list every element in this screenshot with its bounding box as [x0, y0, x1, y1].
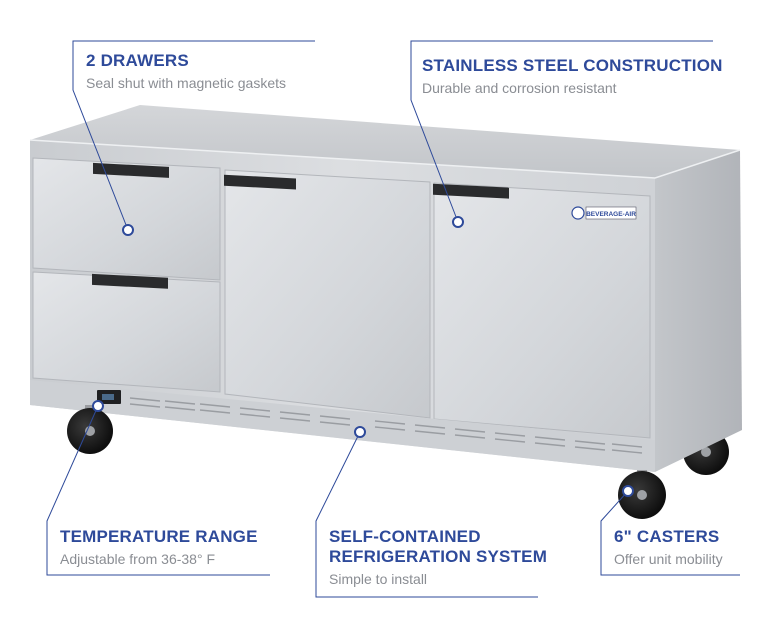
door-right: BEVERAGE-AIR	[433, 182, 651, 439]
leader-line-refrigeration	[315, 431, 538, 598]
marker-dot-casters	[622, 485, 634, 497]
brand-logo: BEVERAGE-AIR	[571, 206, 637, 220]
marker-dot-steel	[452, 216, 464, 228]
callout-steel-subtitle: Durable and corrosion resistant	[422, 80, 617, 96]
door-middle	[224, 169, 431, 419]
callout-temperature-range: TEMPERATURE RANGE Adjustable from 36-38°…	[60, 527, 258, 568]
callout-refrigeration-title-line2: REFRIGERATION SYSTEM	[329, 547, 548, 566]
callout-drawers: 2 DRAWERS Seal shut with magnetic gasket…	[86, 51, 286, 92]
callout-stainless-steel: STAINLESS STEEL CONSTRUCTION Durable and…	[422, 56, 723, 97]
callout-drawers-title: 2 DRAWERS	[86, 51, 189, 70]
front-right-caster	[618, 470, 666, 519]
callout-drawers-subtitle: Seal shut with magnetic gaskets	[86, 75, 286, 91]
callout-casters-subtitle: Offer unit mobility	[614, 551, 723, 567]
callout-refrigeration-subtitle: Simple to install	[329, 571, 428, 587]
drawer-lower	[32, 271, 221, 393]
callout-temperature-subtitle: Adjustable from 36-38° F	[60, 551, 216, 567]
marker-dot-temperature	[92, 400, 104, 412]
leader-line-steel	[410, 40, 713, 223]
callout-steel-title: STAINLESS STEEL CONSTRUCTION	[422, 56, 723, 75]
leader-line-casters	[600, 490, 740, 576]
cabinet-side	[655, 150, 742, 472]
callout-casters-title: 6" CASTERS	[614, 527, 720, 546]
drawer-upper	[32, 157, 221, 281]
brand-logo-text: BEVERAGE-AIR	[586, 211, 636, 218]
callout-temperature-title: TEMPERATURE RANGE	[60, 527, 258, 546]
callout-casters: 6" CASTERS Offer unit mobility	[614, 527, 723, 568]
marker-dot-drawers	[122, 224, 134, 236]
leader-line-drawers	[72, 40, 315, 231]
cabinet-top	[30, 105, 740, 178]
callout-refrigeration-title-line1: SELF-CONTAINED	[329, 527, 481, 546]
marker-dot-refrigeration	[354, 426, 366, 438]
vent-grille	[30, 380, 655, 472]
leader-line-temperature	[46, 405, 270, 576]
temperature-display	[97, 390, 121, 404]
callout-refrigeration-system: SELF-CONTAINED REFRIGERATION SYSTEM Simp…	[329, 527, 547, 588]
